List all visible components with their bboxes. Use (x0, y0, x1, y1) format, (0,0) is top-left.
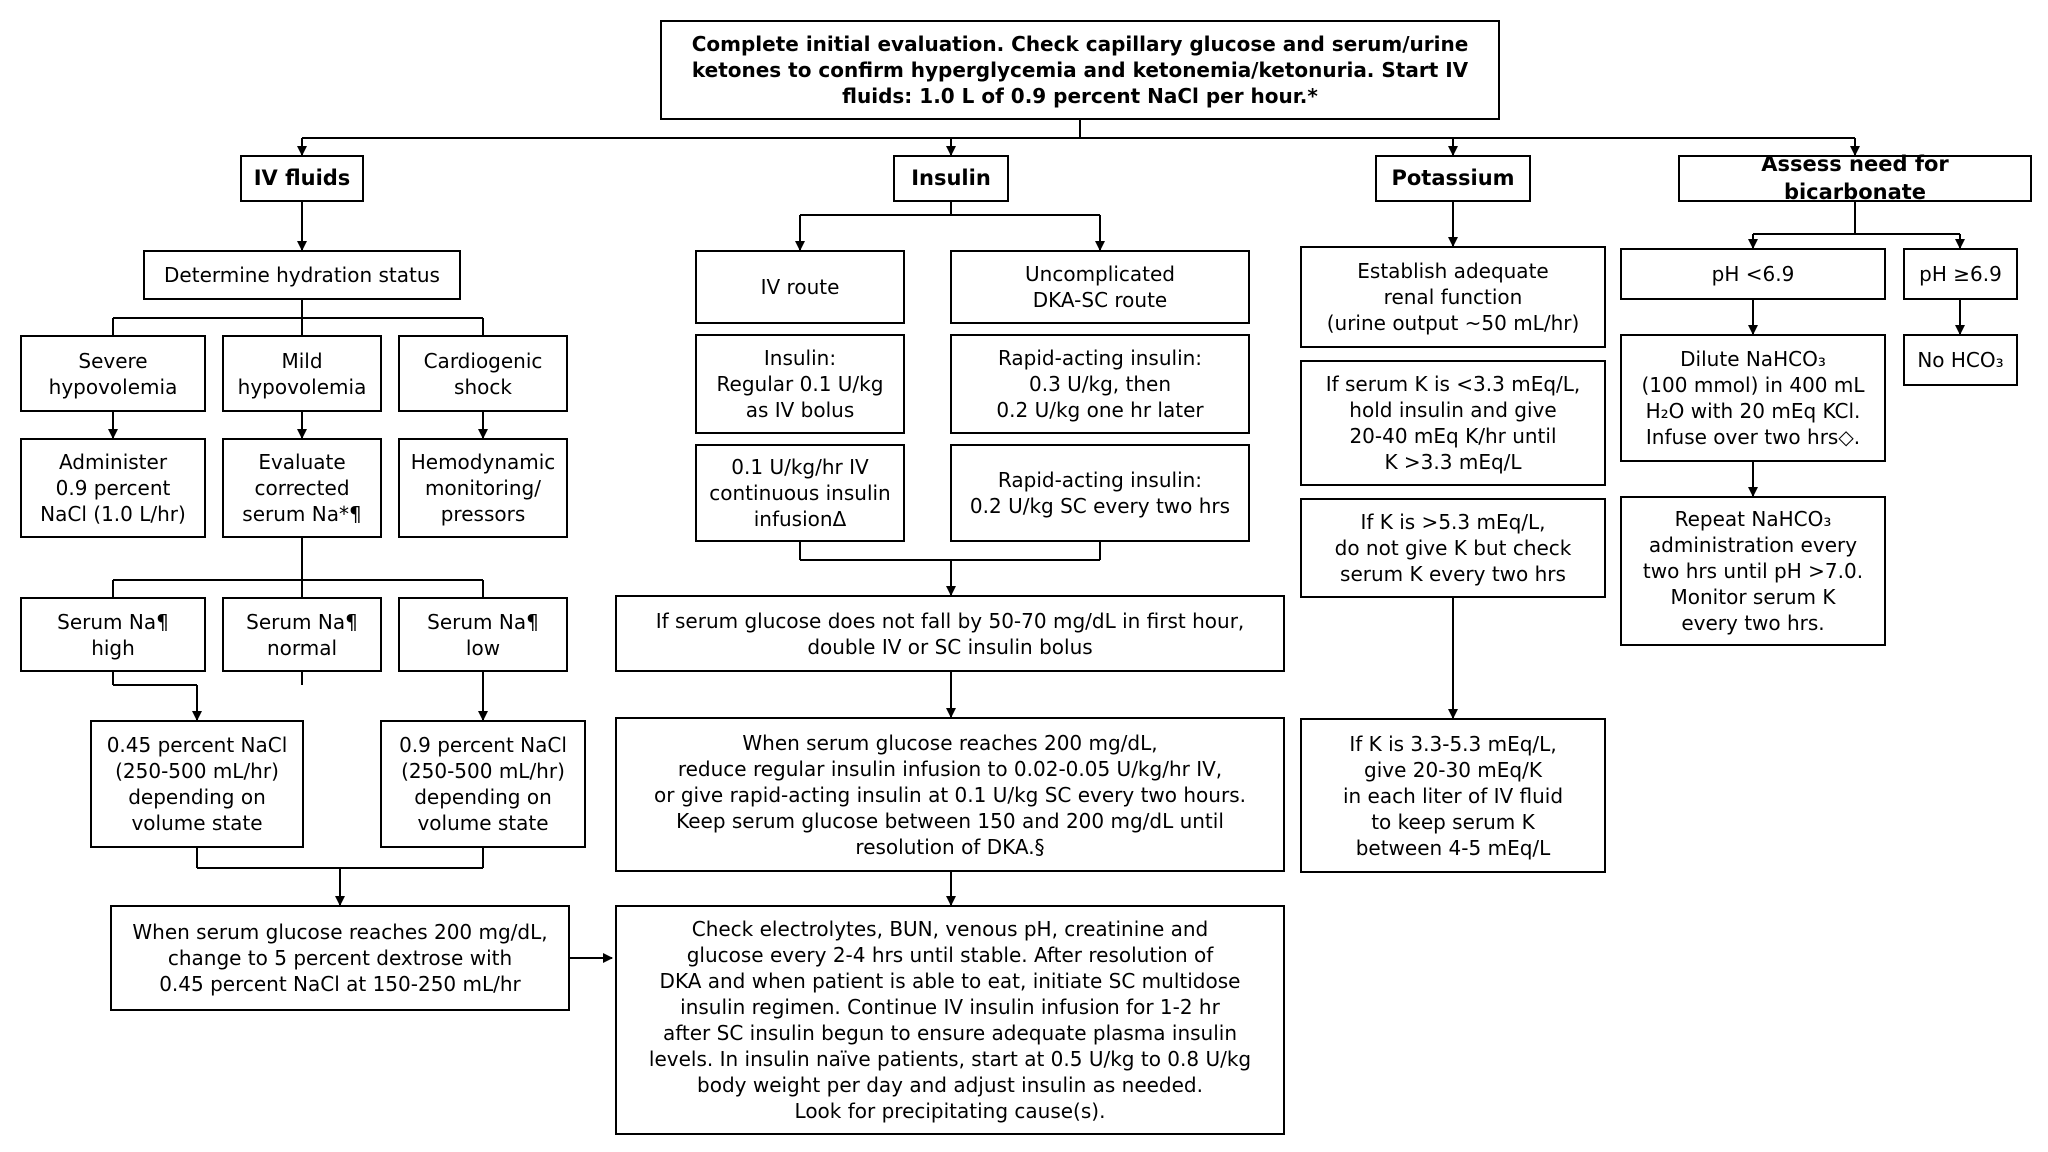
double-bolus-box: If serum glucose does not fall by 50-70 … (615, 595, 1285, 672)
dilute-bicarbonate-box: Dilute NaHCO₃ (100 mmol) in 400 mL H₂O w… (1620, 334, 1886, 462)
iv-bolus-box: Insulin: Regular 0.1 U/kg as IV bolus (695, 334, 905, 434)
evaluate-sodium-box: Evaluate corrected serum Na*¶ (222, 438, 382, 538)
sodium-high-box: Serum Na¶ high (20, 597, 206, 672)
hemodynamic-monitoring-box: Hemodynamic monitoring/ pressors (398, 438, 568, 538)
ph-ok-box: pH ≥6.9 (1903, 248, 2018, 300)
ph-low-box: pH <6.9 (1620, 248, 1886, 300)
no-bicarbonate-box: No HCO₃ (1903, 334, 2018, 386)
cardiogenic-shock-box: Cardiogenic shock (398, 335, 568, 412)
dextrose-box: When serum glucose reaches 200 mg/dL, ch… (110, 905, 570, 1011)
iv-route-box: IV route (695, 250, 905, 324)
header-bicarbonate: Assess need for bicarbonate (1678, 152, 2032, 204)
start-box: Complete initial evaluation. Check capil… (660, 20, 1500, 120)
header-iv-fluids: IV fluids (240, 155, 364, 202)
header-insulin: Insulin (893, 155, 1009, 202)
sc-route-box: Uncomplicated DKA-SC route (950, 250, 1250, 324)
iv-infusion-box: 0.1 U/kg/hr IV continuous insulin infusi… (695, 444, 905, 542)
potassium-mid-box: If K is 3.3-5.3 mEq/L, give 20-30 mEq/K … (1300, 718, 1606, 873)
reduce-infusion-box: When serum glucose reaches 200 mg/dL, re… (615, 717, 1285, 872)
monitoring-box: Check electrolytes, BUN, venous pH, crea… (615, 905, 1285, 1135)
sc-repeat-box: Rapid-acting insulin: 0.2 U/kg SC every … (950, 444, 1250, 542)
repeat-bicarbonate-box: Repeat NaHCO₃ administration every two h… (1620, 496, 1886, 646)
half-saline-box: 0.45 percent NaCl (250-500 mL/hr) depend… (90, 720, 304, 848)
header-potassium: Potassium (1375, 155, 1531, 202)
sodium-low-box: Serum Na¶ low (398, 597, 568, 672)
renal-function-box: Establish adequate renal function (urine… (1300, 246, 1606, 348)
sodium-normal-box: Serum Na¶ normal (222, 597, 382, 672)
potassium-low-box: If serum K is <3.3 mEq/L, hold insulin a… (1300, 360, 1606, 486)
mild-hypovolemia-box: Mild hypovolemia (222, 335, 382, 412)
sc-initial-box: Rapid-acting insulin: 0.3 U/kg, then 0.2… (950, 334, 1250, 434)
normal-saline-box: 0.9 percent NaCl (250-500 mL/hr) dependi… (380, 720, 586, 848)
determine-hydration-box: Determine hydration status (143, 250, 461, 300)
potassium-high-box: If K is >5.3 mEq/L, do not give K but ch… (1300, 498, 1606, 598)
severe-hypovolemia-box: Severe hypovolemia (20, 335, 206, 412)
administer-nacl-box: Administer 0.9 percent NaCl (1.0 L/hr) (20, 438, 206, 538)
